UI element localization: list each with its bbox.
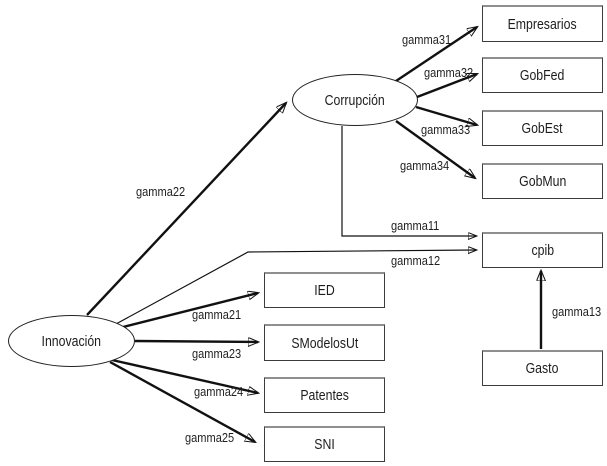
edge-gamma21-arrow: [122, 293, 258, 329]
node-ied-label: IED: [314, 282, 335, 299]
node-empresarios: Empresarios: [482, 5, 603, 42]
edge-gamma31-arrow: [395, 27, 477, 82]
edge-label-gamma31: gamma31: [402, 32, 452, 47]
node-gasto: Gasto: [482, 350, 603, 386]
edge-label-gamma13: gamma13: [552, 304, 602, 319]
edge-label-gamma34: gamma34: [400, 158, 450, 173]
edge-label-gamma21: gamma21: [192, 307, 242, 322]
node-gobmun: GobMun: [482, 163, 603, 199]
edge-gamma33-arrow: [415, 105, 477, 125]
node-smodelosut: SModelosUt: [264, 324, 385, 361]
node-gobest: GobEst: [482, 110, 603, 146]
node-gasto-label: Gasto: [526, 360, 559, 377]
node-innovacion-label: Innovación: [41, 332, 102, 350]
edge-gamma22-arrow: [86, 103, 286, 316]
edge-label-gamma22: gamma22: [136, 184, 186, 199]
edge-label-gamma32: gamma32: [424, 65, 474, 80]
edge-gamma32-arrow: [416, 74, 477, 99]
edge-gamma25-arrow: [109, 360, 255, 442]
edge-label-gamma12: gamma12: [391, 253, 441, 268]
edge-label-gamma11: gamma11: [391, 218, 440, 233]
edge-label-gamma24: gamma24: [194, 384, 244, 399]
node-gobfed-label: GobFed: [520, 67, 565, 84]
node-innovacion: Innovación: [8, 315, 135, 367]
edge-label-gamma33: gamma33: [421, 122, 471, 137]
node-ied: IED: [264, 272, 385, 308]
node-sni-label: SNI: [314, 436, 335, 453]
node-sni: SNI: [264, 426, 385, 462]
node-smodelosut-label: SModelosUt: [290, 334, 358, 352]
edge-gamma24-arrow: [111, 358, 258, 393]
node-gobfed: GobFed: [482, 57, 603, 93]
node-corrupcion: Corrupción: [292, 74, 418, 126]
node-gobmun-label: GobMun: [518, 173, 567, 190]
node-empresarios-label: Empresarios: [507, 15, 578, 33]
edge-label-gamma23: gamma23: [192, 346, 242, 361]
node-cpib: cpib: [482, 232, 603, 268]
node-patentes: Patentes: [264, 377, 385, 413]
edge-gamma34-arrow: [395, 120, 475, 178]
edge-label-gamma25: gamma25: [185, 430, 235, 445]
node-patentes-label: Patentes: [300, 387, 349, 404]
edge-gamma12-arrow: [115, 250, 476, 325]
node-cpib-label: cpib: [531, 242, 554, 259]
edge-gamma11-arrow: [341, 126, 476, 236]
node-corrupcion-label: Corrupción: [324, 91, 386, 109]
edge-gamma23-arrow: [134, 341, 258, 342]
node-gobest-label: GobEst: [521, 120, 564, 137]
